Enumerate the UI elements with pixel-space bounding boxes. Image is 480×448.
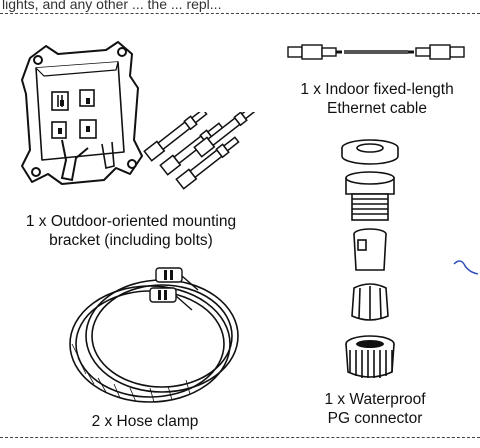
mounting-bracket-caption-line1: 1 x Outdoor-oriented mounting: [25, 213, 237, 230]
pg-connector-caption-line1: 1 x Waterproof: [324, 391, 426, 408]
ethernet-cable-caption-line2: Ethernet cable: [327, 100, 427, 117]
hose-clamp-illustration: [69, 267, 239, 403]
mounting-bracket-caption: 1 x Outdoor-oriented mounting bracket (i…: [0, 212, 262, 250]
pg-connector-caption-line2: PG connector: [327, 410, 423, 427]
header-text-fragment: lights, and any other ... the ... repl..…: [2, 0, 222, 12]
bottom-dashed-divider: [0, 437, 480, 438]
ethernet-cable-caption: 1 x Indoor fixed-length Ethernet cable: [282, 80, 472, 118]
blue-pen-mark: [453, 260, 479, 275]
pg-connector-caption: 1 x Waterproof PG connector: [300, 390, 450, 428]
top-dashed-divider: [0, 13, 480, 14]
mounting-bolts-illustration: [143, 112, 258, 190]
hose-clamp-caption-line1: 2 x Hose clamp: [91, 413, 199, 430]
pg-connector-illustration: [341, 139, 399, 378]
hose-clamp-caption: 2 x Hose clamp: [50, 412, 240, 431]
ethernet-cable-illustration: [287, 44, 465, 60]
ethernet-cable-caption-line1: 1 x Indoor fixed-length: [300, 81, 454, 98]
mounting-bracket-caption-line2: bracket (including bolts): [49, 232, 213, 249]
mounting-bracket-illustration: [21, 41, 143, 185]
